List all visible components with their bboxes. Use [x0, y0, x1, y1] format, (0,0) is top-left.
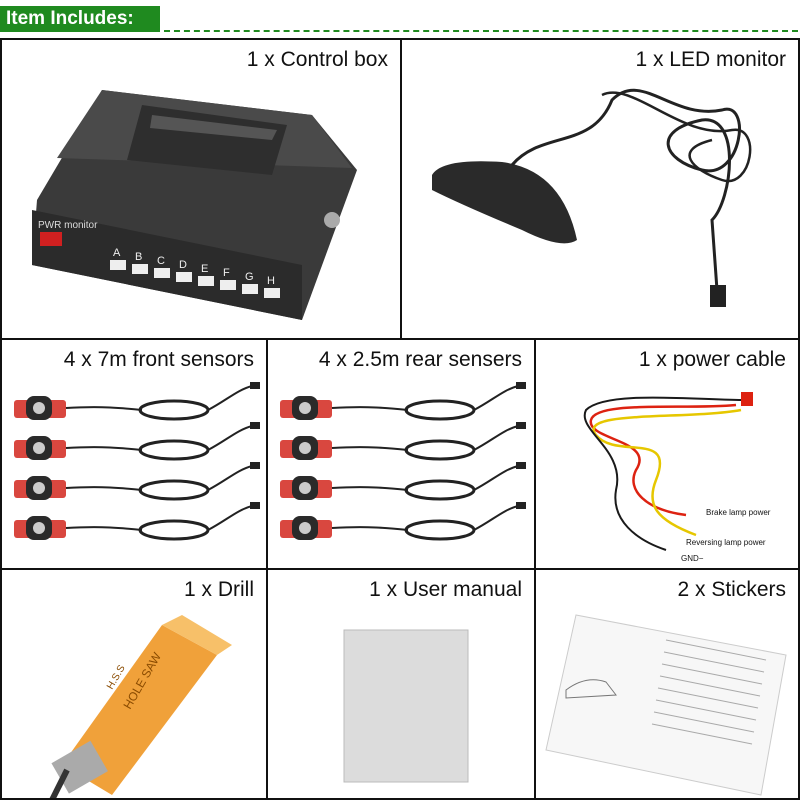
port-label: H [267, 275, 275, 287]
control-box-cell: 1 x Control box PWR monitor A B C D E F G H [0, 38, 402, 340]
port-connector [110, 260, 126, 270]
user-manual-image [343, 629, 469, 783]
rear-sensors-label: 4 x 2.5m rear sensers [318, 348, 522, 371]
drill-label: 1 x Drill [183, 578, 254, 601]
sensor-unit [280, 462, 526, 501]
section-header: Item Includes: [0, 0, 800, 36]
led-monitor-image [432, 88, 752, 307]
port-label: D [179, 259, 187, 271]
rear-sensors-image [280, 382, 526, 541]
stickers-label: 2 x Stickers [677, 578, 786, 601]
rear-sensors-cell: 4 x 2.5m rear sensers [266, 338, 536, 570]
port-label: B [135, 251, 142, 263]
front-sensors-cell: 4 x 7m front sensors [0, 338, 268, 570]
sensor-unit [280, 422, 526, 461]
sensor-unit [280, 502, 526, 541]
port-label: E [201, 263, 208, 275]
power-cable-cell: 1 x power cable Brake lamp power Reversi… [534, 338, 800, 570]
port-connector [220, 280, 236, 290]
stickers-cell: 2 x Stickers [534, 568, 800, 800]
port-connector [264, 288, 280, 298]
control-box-label: 1 x Control box [246, 48, 388, 71]
brake-lamp-text: Brake lamp power [706, 508, 771, 517]
port-connector [198, 276, 214, 286]
user-manual-cell: 1 x User manual [266, 568, 536, 800]
led-monitor-label: 1 x LED monitor [635, 48, 786, 71]
sensor-unit [280, 382, 526, 421]
front-sensors-label: 4 x 7m front sensors [63, 348, 254, 371]
sensor-unit [14, 462, 260, 501]
port-connector [154, 268, 170, 278]
port-label: C [157, 255, 165, 267]
user-manual-label: 1 x User manual [369, 578, 522, 601]
sensor-unit [14, 422, 260, 461]
power-cable-image: Brake lamp power Reversing lamp power GN… [583, 392, 771, 563]
led-monitor-cell: 1 x LED monitor [400, 38, 800, 340]
pwr-monitor-text: PWR monitor [38, 220, 98, 231]
control-box-image: PWR monitor A B C D E F G H [32, 90, 357, 320]
drill-cell: 1 x Drill HOLE SAW H.S.S [0, 568, 268, 800]
sensor-unit [14, 382, 260, 421]
port-label: A [113, 247, 121, 259]
drill-image: HOLE SAW H.S.S [49, 615, 232, 798]
port-label: G [245, 271, 254, 283]
port-label: F [223, 267, 230, 279]
front-sensors-image [14, 382, 260, 541]
port-connector [242, 284, 258, 294]
power-cable-label: 1 x power cable [638, 348, 786, 371]
item-includes-badge: Item Includes: [0, 6, 160, 32]
items-grid: 1 x Control box PWR monitor A B C D E F G H 1 x… [0, 38, 800, 800]
stickers-image [545, 614, 787, 796]
port-connector [176, 272, 192, 282]
sensor-unit [14, 502, 260, 541]
reversing-lamp-text: Reversing lamp power [686, 538, 766, 547]
dashed-divider [164, 30, 798, 32]
gnd-text: GND− [681, 554, 704, 563]
port-connector [132, 264, 148, 274]
